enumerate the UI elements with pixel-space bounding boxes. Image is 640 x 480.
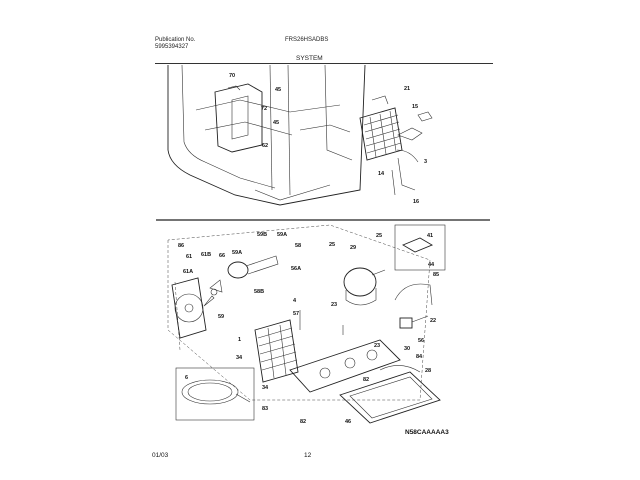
callout-25: 25 [376,233,382,239]
callout-62: 62 [262,143,268,149]
compressor [343,267,386,306]
callout-56: 56 [418,338,424,344]
condenser-coil [254,319,299,383]
ice-maker-housing [214,83,263,153]
callout-84: 84 [416,354,423,360]
callout-30: 30 [404,346,410,352]
callout-16: 16 [413,199,419,205]
callout-72: 72 [261,106,267,112]
callout-70: 70 [229,73,235,79]
callout-29: 29 [350,245,356,251]
page-number: 12 [304,452,312,459]
publication-date: 01/03 [152,452,169,459]
publication-number-label: Publication No. [155,37,196,43]
callout-61: 61 [186,254,192,260]
power-cord [175,367,255,421]
callout-15: 15 [412,104,418,110]
callout-46: 46 [345,419,351,425]
fan-motor [227,255,279,279]
cabinet-upper-view [167,64,366,206]
callout-22: 22 [430,318,436,324]
callout-57: 57 [293,311,299,317]
drain-pan [339,371,441,424]
callout-66: 66 [219,253,225,259]
callout-21: 21 [404,86,410,92]
callout-59b: 59B [257,232,267,238]
callout-85: 85 [433,272,439,278]
fan-blade [203,279,223,307]
callout-23: 23 [374,343,380,349]
publication-number: 5995394327 [155,44,189,50]
callout-14: 14 [378,171,385,177]
drawing-code: N58CAAAAA3 [405,429,449,436]
callout-6: 6 [185,375,188,381]
callout-61b: 61B [201,252,211,258]
evaporator-coil [359,95,433,196]
callout-58b: 58B [254,289,264,295]
callout-45: 45 [275,87,281,93]
callout-59: 59 [218,314,224,320]
callout-44: 44 [428,262,435,268]
callout-56a: 56A [291,266,301,272]
compressor-base-plate [289,339,401,393]
callout-83: 83 [262,406,268,412]
callout-59a: 59A [277,232,287,238]
callout-59a: 59A [232,250,242,256]
relay-overload [399,315,429,329]
callout-45: 45 [273,120,279,126]
section-title: SYSTEM [296,55,323,62]
defrost-timer-box [394,224,446,271]
lower-assembly-outline [167,224,431,401]
callout-28: 28 [425,368,431,374]
callout-34: 34 [262,385,269,391]
water-tubing [299,283,433,373]
callout-1: 1 [238,337,241,343]
callout-labels: 70 72 45 45 62 21 15 3 14 16 86 61 61B 6… [178,73,439,425]
callout-61a: 61A [183,269,193,275]
model-number: FRS26HSADBS [285,37,329,43]
callout-4: 4 [293,298,297,304]
callout-34: 34 [236,355,243,361]
callout-58: 58 [295,243,301,249]
condenser-fan-shroud [171,277,207,339]
callout-23: 23 [331,302,337,308]
callout-82: 82 [300,419,306,425]
callout-3: 3 [424,159,427,165]
callout-25: 25 [329,242,335,248]
callout-86: 86 [178,243,184,249]
callout-41: 41 [427,233,433,239]
header-rule [155,63,493,64]
callout-82: 82 [363,377,369,383]
